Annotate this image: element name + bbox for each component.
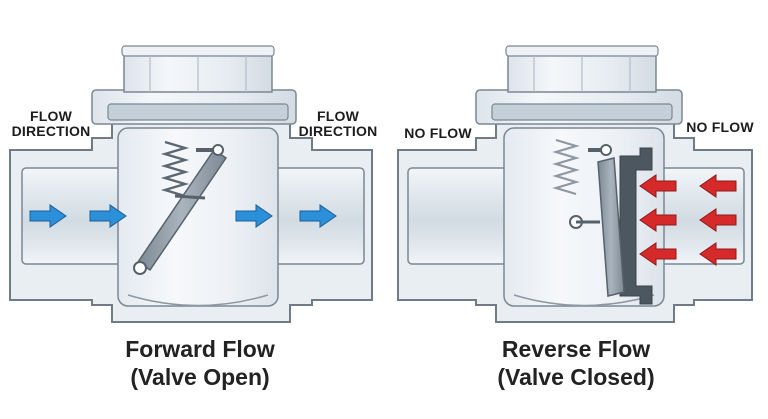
forward-valve [9, 45, 373, 323]
flow-direction-label-outlet: FLOW DIRECTION [296, 109, 380, 138]
arrow-right-icon [299, 204, 337, 228]
no-flow-label-outlet: NO FLOW [686, 119, 754, 135]
label-line: DIRECTION [298, 122, 378, 139]
reverse-valve [397, 45, 753, 323]
reverse-flow-caption: Reverse Flow (Valve Closed) [456, 336, 696, 391]
forward-flow-arrows [29, 204, 337, 228]
reverse-flow-arrows [639, 174, 737, 266]
label-line: FLOW [29, 108, 72, 124]
valve-seat [619, 147, 653, 305]
caption-line: Reverse Flow [501, 336, 651, 362]
forward-flow-caption: Forward Flow (Valve Open) [80, 336, 320, 391]
arrow-right-icon [89, 204, 127, 228]
valve-disc [597, 157, 625, 297]
caption-line: (Valve Open) [130, 363, 270, 390]
arrow-right-icon [29, 204, 67, 228]
arrow-left-icon [699, 242, 737, 266]
caption-line: (Valve Closed) [497, 363, 655, 390]
label-line: FLOW [316, 108, 359, 124]
label-line: DIRECTION [11, 122, 91, 139]
valve-disc [136, 148, 228, 272]
caption-line: Forward Flow [125, 336, 275, 362]
arrow-right-icon [235, 204, 273, 228]
spring [552, 138, 580, 196]
inlet-pipe [407, 167, 513, 265]
arrow-left-icon [639, 242, 677, 266]
arrow-left-icon [699, 208, 737, 232]
arrow-left-icon [639, 208, 677, 232]
hinge-pin [212, 144, 224, 156]
arrow-left-icon [639, 174, 677, 198]
spring [160, 140, 190, 198]
no-flow-label-inlet: NO FLOW [404, 125, 472, 141]
arrow-left-icon [699, 174, 737, 198]
flow-direction-label-inlet: FLOW DIRECTION [10, 109, 92, 138]
hinge-pin [600, 144, 612, 156]
